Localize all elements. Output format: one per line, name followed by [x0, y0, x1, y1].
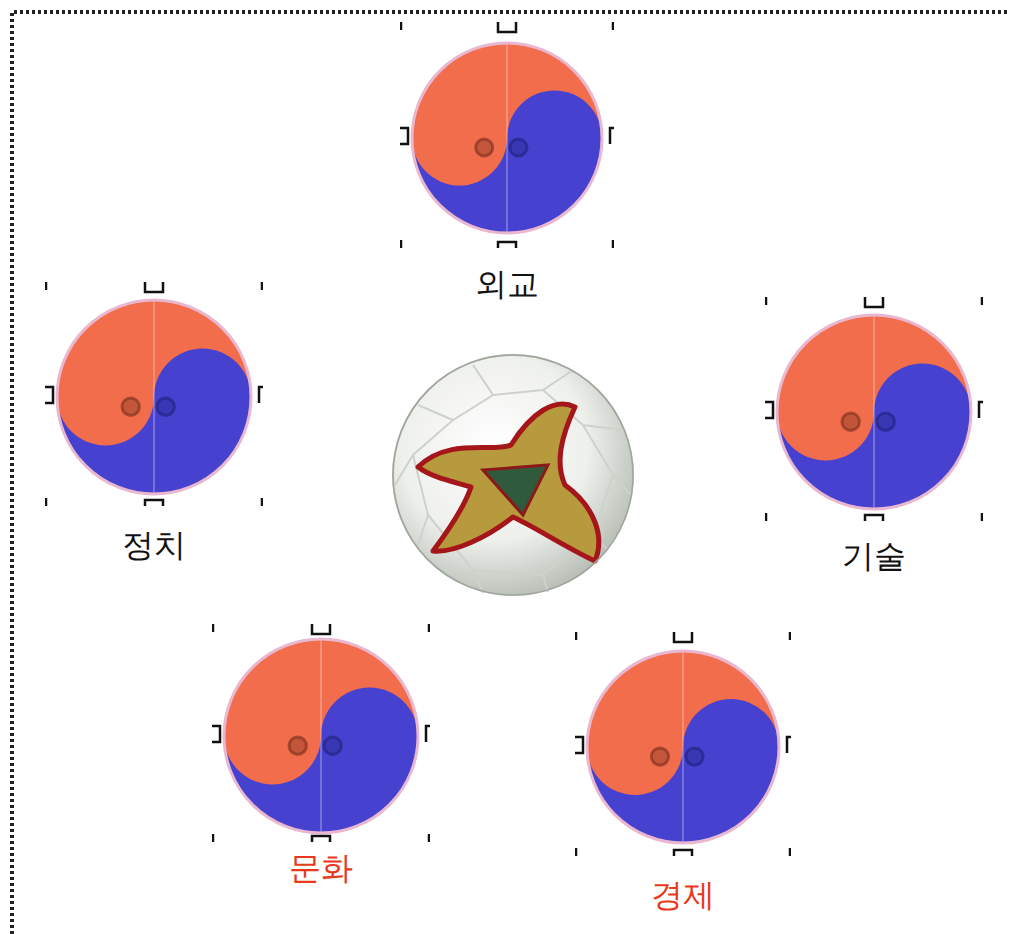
handle-mark: [789, 632, 791, 640]
handle-mark: [45, 282, 47, 290]
handle-mark: [312, 836, 330, 842]
taegeuk-symbol: [45, 282, 263, 508]
taegeuk-circle: [587, 651, 779, 843]
handle-mark: [45, 387, 53, 403]
ball-seams: [395, 365, 631, 593]
selection-handles: [212, 624, 430, 842]
taegeuk-node: 정치: [45, 282, 263, 567]
handle-mark: [787, 737, 791, 753]
taegeuk-symbol: [400, 22, 614, 250]
ball-tri-fan: [418, 404, 599, 561]
handle-mark: [212, 726, 220, 742]
blue-dot: [510, 139, 527, 156]
red-dot: [289, 737, 306, 754]
handle-mark: [312, 624, 330, 634]
taegeuk-symbol: [575, 632, 791, 858]
handle-mark: [765, 402, 773, 418]
handle-mark: [612, 22, 614, 30]
blue-half: [224, 639, 418, 833]
selection-handles: [400, 22, 614, 248]
blue-dot: [877, 413, 894, 430]
blue-half: [412, 43, 602, 233]
highlight-line: [153, 300, 155, 494]
ball-outline: [393, 355, 633, 595]
red-dot: [651, 748, 668, 765]
handle-mark: [981, 297, 983, 305]
node-label: 기술: [842, 538, 906, 575]
selection-handles: [575, 632, 791, 856]
handle-mark: [428, 834, 430, 842]
handle-mark: [426, 726, 430, 742]
taegeuk-node: 외교: [400, 22, 614, 306]
handle-mark: [575, 848, 577, 856]
handle-mark: [45, 498, 47, 506]
handle-mark: [498, 22, 516, 32]
ball-body: [393, 355, 633, 595]
handle-mark: [400, 240, 402, 248]
handle-mark: [865, 297, 883, 307]
taegeuk-node: 문화: [212, 624, 430, 890]
highlight-line: [682, 651, 684, 843]
taegeuk-node: 경제: [575, 632, 791, 917]
handle-mark: [674, 850, 692, 856]
red-dot: [476, 139, 493, 156]
blue-dot: [157, 398, 174, 415]
circle-rim: [224, 639, 418, 833]
red-dot: [122, 398, 139, 415]
highlight-line: [320, 639, 322, 833]
blue-dot: [324, 737, 341, 754]
dotted-frame: [12, 12, 1009, 934]
node-label: 경제: [651, 877, 715, 914]
node-label: 문화: [289, 850, 353, 887]
selection-handles: [45, 282, 263, 506]
highlight-line: [506, 43, 508, 233]
taegeuk-symbol: [212, 624, 430, 844]
circle-rim: [587, 651, 779, 843]
taegeuk-circle: [57, 300, 251, 494]
handle-mark: [575, 632, 577, 640]
handle-mark: [789, 848, 791, 856]
handle-mark: [145, 282, 163, 292]
handle-mark: [610, 128, 614, 144]
handle-mark: [575, 737, 583, 753]
taegeuk-circle: [777, 315, 971, 509]
soccer-ball: [393, 355, 633, 595]
blue-half: [587, 651, 779, 843]
handle-mark: [212, 834, 214, 842]
handle-mark: [612, 240, 614, 248]
handle-mark: [765, 297, 767, 305]
handle-mark: [400, 128, 408, 144]
handle-mark: [428, 624, 430, 632]
highlight-line: [873, 315, 875, 509]
handle-mark: [261, 282, 263, 290]
handle-mark: [212, 624, 214, 632]
handle-mark: [674, 632, 692, 642]
handle-mark: [145, 500, 163, 506]
handle-mark: [261, 498, 263, 506]
taegeuk-node: 기술: [765, 297, 983, 578]
ball-center-mark: [483, 465, 548, 515]
blue-half: [777, 315, 971, 509]
handle-mark: [865, 515, 883, 521]
circle-rim: [412, 43, 602, 233]
handle-mark: [979, 402, 983, 418]
red-dot: [842, 413, 859, 430]
handle-mark: [765, 513, 767, 521]
handle-mark: [981, 513, 983, 521]
handle-mark: [400, 22, 402, 30]
taegeuk-circle: [224, 639, 418, 833]
node-label: 정치: [122, 527, 186, 564]
taegeuk-symbol: [765, 297, 983, 523]
node-label: 외교: [475, 266, 539, 303]
handle-mark: [259, 387, 263, 403]
blue-dot: [686, 748, 703, 765]
circle-rim: [57, 300, 251, 494]
selection-handles: [765, 297, 983, 521]
handle-mark: [498, 242, 516, 248]
blue-half: [57, 300, 251, 494]
taegeuk-circle: [412, 43, 602, 233]
circle-rim: [777, 315, 971, 509]
